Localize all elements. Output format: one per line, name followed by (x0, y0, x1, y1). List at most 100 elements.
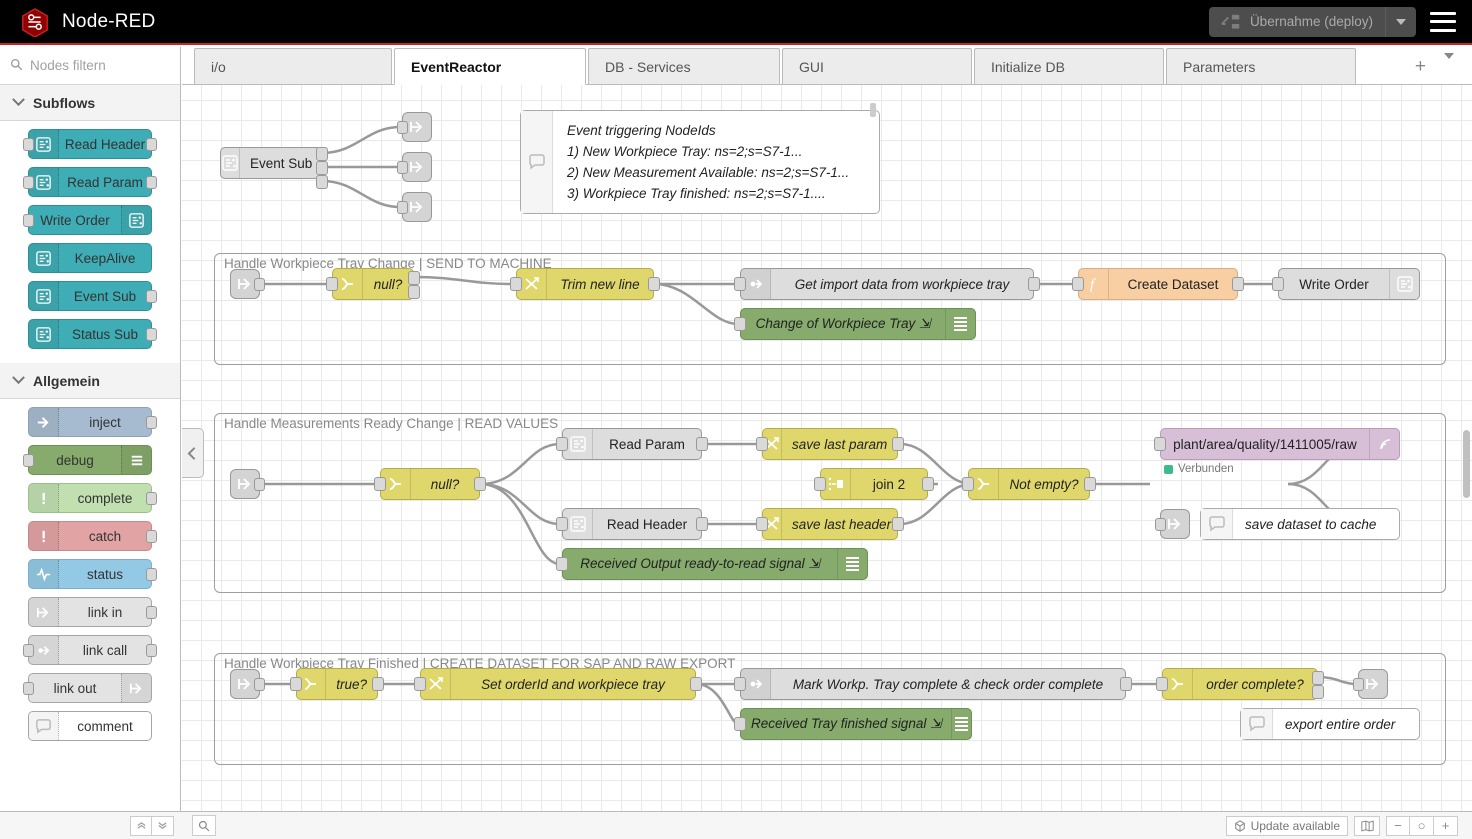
node-output-port[interactable] (316, 175, 328, 189)
palette-node-keepalive[interactable]: KeepAlive (28, 243, 152, 273)
node-output-port[interactable] (146, 328, 157, 341)
node-output-port[interactable] (690, 677, 702, 691)
tab-db-services[interactable]: DB - Services (588, 48, 780, 84)
zoom-out-button[interactable]: − (1386, 815, 1410, 836)
navigator-toggle-button[interactable] (1354, 815, 1380, 836)
update-available-button[interactable]: Update available (1225, 815, 1348, 836)
node-link-out[interactable] (397, 152, 432, 182)
node-input-port[interactable] (397, 161, 408, 174)
node-change-save-last-param[interactable]: save last param (756, 428, 904, 460)
node-output-port[interactable] (146, 138, 157, 151)
palette-node-complete[interactable]: complete (28, 483, 157, 513)
node-input-port[interactable] (556, 557, 568, 571)
hamburger-menu-icon[interactable] (1430, 11, 1456, 32)
node-output-port[interactable] (146, 530, 157, 543)
palette-search[interactable] (0, 47, 180, 85)
node-join-2[interactable]: join 2 (814, 468, 934, 500)
node-output-port[interactable] (316, 161, 328, 175)
node-output-port[interactable] (146, 290, 157, 303)
node-input-port[interactable] (556, 437, 568, 451)
node-input-port[interactable] (510, 277, 522, 291)
add-flow-button[interactable]: + (1414, 56, 1426, 77)
node-input-port[interactable] (23, 454, 34, 467)
node-input-port[interactable] (290, 677, 302, 691)
node-input-port[interactable] (23, 682, 34, 695)
node-output-port[interactable] (146, 416, 157, 429)
node-input-port[interactable] (397, 121, 408, 134)
node-switch-not-empty[interactable]: Not empty? (962, 468, 1096, 500)
node-output-port[interactable] (408, 271, 420, 285)
node-input-port[interactable] (23, 214, 34, 227)
node-output-port[interactable] (648, 277, 660, 291)
node-input-port[interactable] (414, 677, 426, 691)
deploy-button[interactable]: Übernahme (deploy) (1208, 6, 1416, 37)
node-output-port[interactable] (696, 437, 708, 451)
node-input-port[interactable] (23, 138, 34, 151)
node-output-port[interactable] (1232, 277, 1244, 291)
node-output-port[interactable] (892, 437, 904, 451)
palette-node-status[interactable]: status (28, 559, 157, 589)
palette-node-event-sub[interactable]: Event Sub (28, 281, 157, 311)
tab-gui[interactable]: GUI (782, 48, 972, 84)
node-link-call-mark-workp-tray[interactable]: Mark Workp. Tray complete & check order … (734, 668, 1132, 700)
palette-node-debug[interactable]: debug (23, 445, 152, 475)
node-input-port[interactable] (734, 317, 746, 331)
zoom-in-button[interactable]: + (1434, 815, 1458, 836)
node-output-port[interactable] (1312, 671, 1324, 685)
node-subflow-write-order[interactable]: Write Order (1272, 268, 1420, 300)
palette-node-link-out[interactable]: link out (23, 673, 152, 703)
node-output-port[interactable] (146, 568, 157, 581)
palette-node-catch[interactable]: catch (28, 521, 157, 551)
palette-node-status-sub[interactable]: Status Sub (28, 319, 157, 349)
node-input-port[interactable] (23, 644, 34, 657)
node-output-port[interactable] (372, 677, 384, 691)
node-switch-true[interactable]: true? (290, 668, 384, 700)
node-comment-save-dataset-to-cache[interactable]: save dataset to cache (1200, 508, 1400, 540)
node-event-sub[interactable]: Event Sub (220, 147, 328, 189)
node-input-port[interactable] (374, 477, 386, 491)
palette-node-link-call[interactable]: link call (23, 635, 157, 665)
node-input-port[interactable] (556, 517, 568, 531)
node-output-port[interactable] (922, 477, 934, 491)
node-debug-output-ready[interactable]: Received Output ready-to-read signal ⇲ (556, 548, 868, 580)
node-input-port[interactable] (326, 277, 338, 291)
node-function-create-dataset[interactable]: f Create Dataset (1072, 268, 1244, 300)
node-input-port[interactable] (23, 176, 34, 189)
node-output-port[interactable] (146, 644, 157, 657)
node-input-port[interactable] (1072, 277, 1084, 291)
node-link-out[interactable] (397, 192, 432, 222)
deploy-dropdown-button[interactable] (1385, 6, 1415, 37)
node-input-port[interactable] (962, 477, 974, 491)
node-link-call-get-import-data[interactable]: Get import data from workpiece tray (734, 268, 1040, 300)
node-output-port[interactable] (254, 478, 265, 491)
node-subflow-read-param[interactable]: Read Param (556, 428, 708, 460)
node-switch-null-2[interactable]: null? (374, 468, 486, 500)
node-input-port[interactable] (1156, 677, 1168, 691)
node-comment-export-entire-order[interactable]: export entire order (1240, 708, 1420, 740)
node-input-port[interactable] (397, 201, 408, 214)
tab-parameters[interactable]: Parameters (1166, 48, 1356, 84)
group-workpiece-tray-change[interactable]: Handle Workpiece Tray Change | SEND TO M… (214, 253, 1446, 365)
node-output-port[interactable] (316, 147, 328, 161)
node-input-port[interactable] (1272, 277, 1284, 291)
node-link-out[interactable] (397, 112, 432, 142)
node-change-set-orderid[interactable]: Set orderId and workpiece tray (414, 668, 702, 700)
palette-node-write-order[interactable]: Write Order (23, 205, 152, 235)
node-input-port[interactable] (1155, 518, 1166, 531)
node-output-port[interactable] (146, 176, 157, 189)
palette-category-subflows[interactable]: Subflows (0, 85, 180, 121)
node-debug-received-tray-finished[interactable]: Received Tray finished signal ⇲ (734, 708, 972, 740)
tab-i-o[interactable]: i/o (194, 48, 392, 84)
tab-eventreactor[interactable]: EventReactor (394, 48, 586, 85)
node-link-in[interactable] (230, 669, 265, 699)
node-output-port[interactable] (474, 477, 486, 491)
node-input-port[interactable] (756, 517, 768, 531)
node-link-in[interactable] (230, 269, 265, 299)
node-output-port[interactable] (1312, 685, 1324, 699)
node-change-save-last-header[interactable]: save last header (756, 508, 904, 540)
zoom-reset-button[interactable]: ○ (1410, 815, 1434, 836)
flow-canvas[interactable]: Event Sub Event triggering NodeIds 1) Ne… (182, 85, 1472, 811)
tab-initialize-db[interactable]: Initialize DB (974, 48, 1164, 84)
node-link-in[interactable] (230, 469, 265, 499)
node-mqtt-out-plant-raw[interactable]: plant/area/quality/1411005/raw (1154, 428, 1400, 460)
